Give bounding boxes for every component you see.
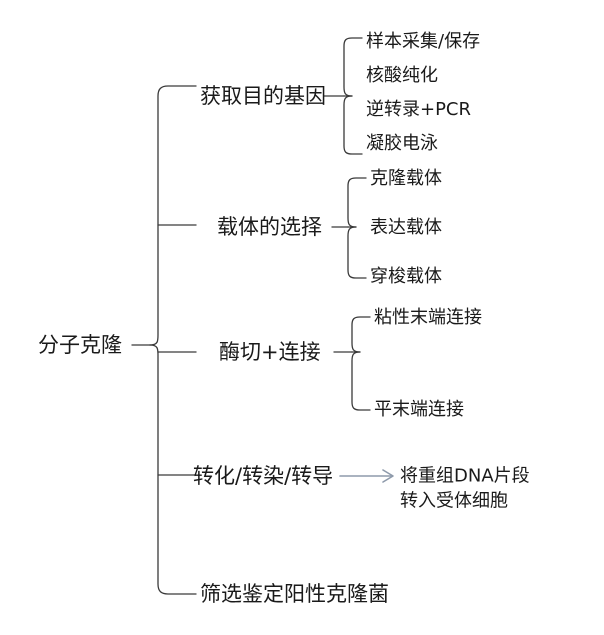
branch-label: 载体的选择 — [217, 214, 322, 239]
transform-arrow-head — [382, 469, 394, 483]
leaf-node-shuttle-vector: 穿梭载体 — [370, 266, 442, 289]
branch-node-screening: 筛选鉴定阳性克隆菌 — [200, 581, 389, 607]
root-node: 分子克隆 — [38, 332, 122, 358]
leaf-node-nucleic-acid-purification: 核酸纯化 — [366, 65, 438, 88]
leaf-node-expression-vector: 表达载体 — [370, 217, 442, 240]
leaf-node-cloning-vector: 克隆载体 — [370, 168, 442, 191]
note-recombinant-dna-transfer: 将重组DNA片段 转入受体细胞 — [400, 441, 530, 514]
leaf-node-sticky-end-ligation: 粘性末端连接 — [374, 307, 482, 330]
leaf-label: 表达载体 — [370, 216, 442, 238]
leaf-label: 逆转录+PCR — [366, 98, 472, 120]
branch3-bracket — [351, 316, 371, 411]
branch-node-gene-acquisition: 获取目的基因 — [200, 83, 326, 109]
leaf-node-gel-electrophoresis: 凝胶电泳 — [366, 133, 438, 156]
leaf-node-sample-collection: 样本采集/保存 — [366, 31, 480, 54]
leaf-label: 凝胶电泳 — [366, 132, 438, 154]
branch-node-transformation: 转化/转染/转导 — [193, 463, 333, 489]
leaf-node-rt-pcr: 逆转录+PCR — [366, 99, 471, 122]
leaf-label: 穿梭载体 — [370, 265, 442, 287]
branch-label: 获取目的基因 — [200, 83, 326, 108]
root-node-label: 分子克隆 — [38, 332, 122, 357]
branch1-bracket — [343, 37, 363, 155]
branch-label: 筛选鉴定阳性克隆菌 — [200, 581, 389, 606]
branch2-bracket — [347, 177, 367, 279]
leaf-label: 克隆载体 — [370, 167, 442, 189]
leaf-node-blunt-end-ligation: 平末端连接 — [374, 399, 464, 422]
branch-label: 转化/转染/转导 — [193, 463, 334, 488]
branch-node-vector-selection: 载体的选择 — [217, 214, 322, 240]
note-text: 将重组DNA片段 转入受体细胞 — [400, 465, 530, 512]
leaf-label: 平末端连接 — [374, 398, 464, 420]
main-bracket-upper — [149, 85, 197, 346]
leaf-label: 样本采集/保存 — [366, 30, 481, 52]
leaf-label: 核酸纯化 — [366, 64, 438, 86]
branch-node-digestion-ligation: 酶切+连接 — [219, 339, 321, 365]
leaf-label: 粘性末端连接 — [374, 306, 482, 328]
branch-label: 酶切+连接 — [219, 339, 321, 364]
main-bracket-lower — [149, 344, 197, 595]
